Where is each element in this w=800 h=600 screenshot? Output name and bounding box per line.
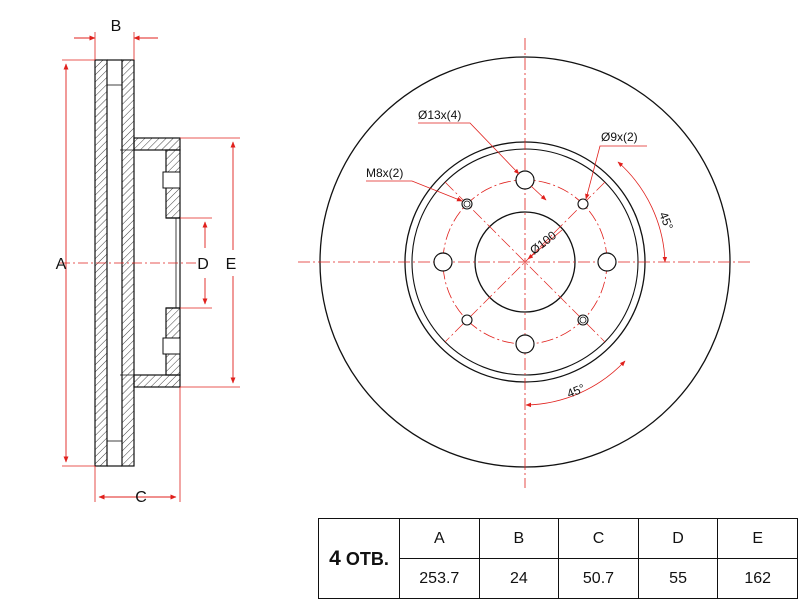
value-b: 24 — [478, 558, 560, 599]
angle-lower-label: 45° — [565, 381, 587, 401]
spec-value-row: 253.7 24 50.7 55 162 — [319, 558, 798, 599]
hole-right — [597, 252, 617, 272]
side-section-view — [60, 59, 200, 467]
holes-count: 4 — [329, 546, 341, 570]
hole-bottom — [515, 334, 535, 354]
hat-bottom-section — [133, 374, 181, 388]
spec-table: 4 ОТВ. A B C D E 253.7 24 50.7 55 162 — [318, 518, 798, 599]
header-d: D — [637, 518, 719, 559]
thread-m8-lower — [577, 314, 589, 326]
hole-top — [515, 170, 535, 190]
hat-top-section — [133, 137, 181, 151]
spec-header-row: 4 ОТВ. A B C D E — [318, 518, 798, 599]
hole-left — [433, 252, 453, 272]
dim-c-label: C — [135, 489, 147, 506]
side-dimensions — [62, 32, 240, 502]
dim-a-label: A — [56, 256, 67, 273]
hole-9-lower — [461, 314, 473, 326]
thread-m8-callout: M8x(2) — [366, 166, 403, 180]
angle-upper-label: 45° — [656, 210, 676, 232]
holes-count-cell: 4 ОТВ. — [318, 518, 400, 599]
header-a: A — [399, 518, 480, 559]
thread-m8-upper — [461, 198, 473, 210]
dim-b-label: B — [111, 18, 122, 35]
value-a: 253.7 — [399, 558, 480, 599]
value-e: 162 — [717, 558, 798, 599]
header-e: E — [717, 518, 798, 559]
header-c: C — [558, 518, 639, 559]
value-d: 55 — [637, 558, 719, 599]
value-c: 50.7 — [558, 558, 639, 599]
header-b: B — [478, 518, 560, 559]
holes-unit: ОТВ. — [345, 548, 389, 569]
dim-d-label: D — [197, 256, 209, 273]
hole-13-callout: Ø13x(4) — [418, 108, 461, 122]
hole-9-callout: Ø9x(2) — [601, 130, 638, 144]
front-view — [298, 38, 752, 488]
dim-e-label: E — [226, 256, 237, 273]
front-leaders — [366, 122, 668, 408]
hole-9-upper — [577, 198, 589, 210]
